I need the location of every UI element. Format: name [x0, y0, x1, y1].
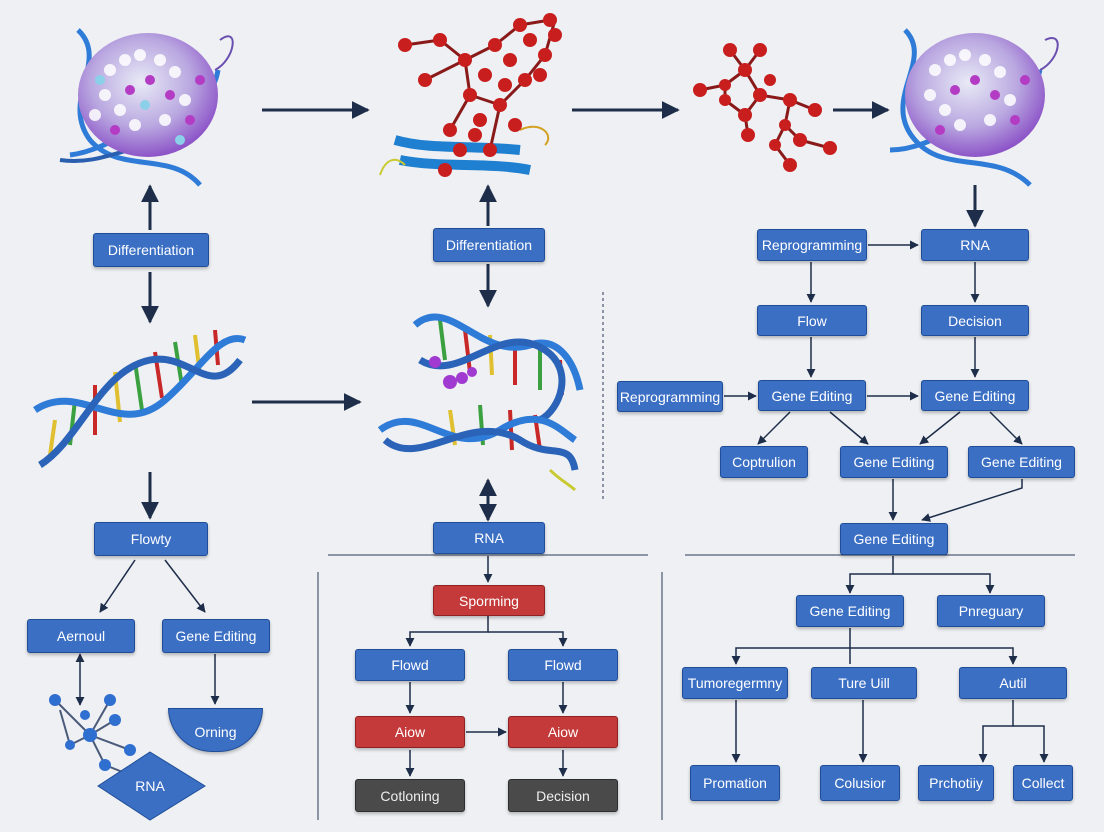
- node-differentiation-left[interactable]: Differentiation: [93, 233, 209, 267]
- node-gene-editing-f[interactable]: Gene Editing: [796, 595, 904, 627]
- node-gene-editing-e[interactable]: Gene Editing: [840, 523, 948, 555]
- node-flowd-right[interactable]: Flowd: [508, 649, 618, 681]
- node-reprogramming-top[interactable]: Reprogramming: [757, 229, 867, 261]
- node-gene-editing-a[interactable]: Gene Editing: [758, 380, 866, 411]
- section-dividers: [317, 292, 1075, 820]
- node-flowty[interactable]: Flowty: [94, 522, 208, 556]
- node-ture-uill[interactable]: Ture Uill: [811, 667, 917, 699]
- dna-helix-icon-middle: [377, 313, 584, 492]
- protein-dna-complex-icon-right: [889, 28, 1059, 187]
- node-decision-right[interactable]: Decision: [921, 305, 1029, 336]
- node-colusior[interactable]: Colusior: [820, 765, 900, 801]
- protein-structure-icon-middle: [379, 13, 562, 177]
- node-coptrulion[interactable]: Coptrulion: [720, 446, 808, 478]
- rna-diamond-shape: [97, 751, 206, 821]
- node-rna-diamond-label[interactable]: RNA: [135, 778, 165, 794]
- node-tumoregermny[interactable]: Tumoregermny: [682, 667, 788, 699]
- node-gene-editing-left[interactable]: Gene Editing: [162, 619, 270, 653]
- node-cotloning[interactable]: Cotloning: [355, 779, 465, 812]
- node-rna-middle[interactable]: RNA: [433, 522, 545, 554]
- node-prchotiiy[interactable]: Prchotiiy: [918, 765, 994, 801]
- node-differentiation-middle[interactable]: Differentiation: [433, 228, 545, 262]
- node-flowd-left[interactable]: Flowd: [355, 649, 465, 681]
- node-aiow-right[interactable]: Aiow: [508, 716, 618, 748]
- node-sporming[interactable]: Sporming: [433, 585, 545, 616]
- node-flow[interactable]: Flow: [757, 305, 867, 336]
- node-autil[interactable]: Autil: [959, 667, 1067, 699]
- node-gene-editing-d[interactable]: Gene Editing: [968, 446, 1075, 478]
- node-reprogramming-mid[interactable]: Reprogramming: [617, 381, 723, 412]
- node-pnreguary[interactable]: Pnreguary: [937, 595, 1045, 627]
- node-gene-editing-c[interactable]: Gene Editing: [840, 446, 948, 478]
- node-promation[interactable]: Promation: [690, 765, 780, 801]
- node-aernoul[interactable]: Aernoul: [27, 619, 135, 653]
- node-gene-editing-b[interactable]: Gene Editing: [921, 380, 1029, 411]
- small-molecule-icon: [693, 43, 837, 172]
- node-aiow-left[interactable]: Aiow: [355, 716, 465, 748]
- node-collect[interactable]: Collect: [1013, 765, 1073, 801]
- node-rna-right[interactable]: RNA: [921, 229, 1029, 261]
- molecule-network-icon: [49, 694, 136, 781]
- thin-arrows: [75, 240, 1049, 777]
- protein-dna-complex-icon-left: [59, 28, 234, 187]
- dna-helix-icon-left: [33, 329, 247, 468]
- connector-arrows: [141, 101, 984, 522]
- node-decision-middle[interactable]: Decision: [508, 779, 618, 812]
